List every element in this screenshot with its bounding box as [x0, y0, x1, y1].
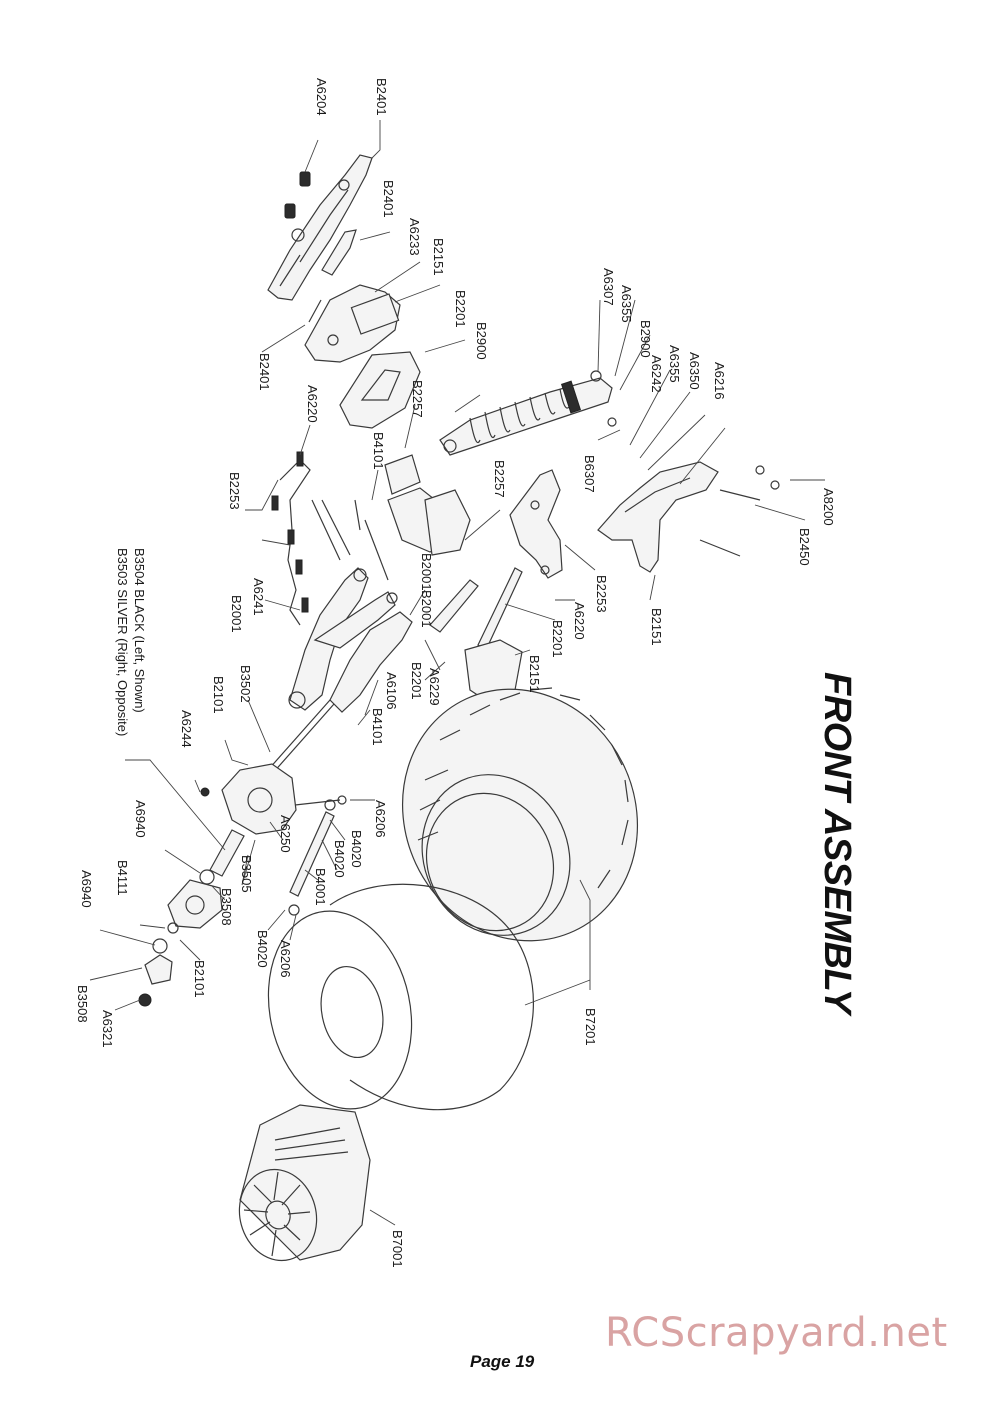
part-b2001-a-arms	[288, 567, 413, 713]
label-b2001-mid: B2001	[419, 553, 434, 591]
label-a6355-b: A6355	[667, 345, 682, 383]
label-b3504: B3504 BLACK (Left, Shown)	[132, 548, 147, 713]
label-a6206-bot: A6206	[278, 940, 293, 978]
label-a6229: A6229	[427, 668, 442, 706]
label-a6241: A6241	[251, 578, 266, 616]
part-b2151-bracket-upper	[304, 284, 401, 363]
part-axle-bearings	[138, 829, 245, 1007]
label-b2900-right: B2900	[638, 320, 653, 358]
part-b4101-bellcrank	[354, 454, 471, 581]
label-a6216: A6216	[712, 362, 727, 400]
label-b4020-b: B4020	[332, 840, 347, 878]
label-b3502: B3502	[238, 665, 253, 703]
label-a6233: A6233	[407, 218, 422, 256]
label-a6355-a: A6355	[619, 285, 634, 323]
label-b2257-left: B2257	[410, 380, 425, 418]
label-b2001-low: B2001	[419, 590, 434, 628]
page-title: FRONT ASSEMBLY	[816, 672, 858, 1014]
part-b4001-turnbuckle	[288, 799, 336, 916]
label-b7201: B7201	[583, 1008, 598, 1046]
label-a6220-right: A6220	[572, 602, 587, 640]
label-b2201-top: B2201	[453, 290, 468, 328]
label-b2151-low: B2151	[527, 655, 542, 693]
label-b3503: B3503 SILVER (Right, Opposite)	[115, 548, 130, 736]
label-b3505: B3505	[239, 855, 254, 893]
label-a6350: A6350	[687, 352, 702, 390]
label-a6206-top: A6206	[373, 800, 388, 838]
label-b4020-c: B4020	[255, 930, 270, 968]
label-b4101-low: B4101	[370, 708, 385, 746]
part-b2101-knuckle	[200, 763, 347, 835]
label-b4101-top: B4101	[371, 432, 386, 470]
label-b2401-mid: B2401	[381, 180, 396, 218]
part-b2253-bulkhead	[271, 451, 351, 626]
label-a6321: A6321	[100, 1010, 115, 1048]
label-b2253-left: B2253	[227, 472, 242, 510]
label-b2401-bottom: B2401	[257, 353, 272, 391]
part-shock-absorber	[439, 370, 617, 456]
leader-lines	[89, 120, 825, 1226]
label-a6244: A6244	[179, 710, 194, 748]
label-b2151-top: B2151	[431, 238, 446, 276]
part-b2257-link-plate	[509, 469, 563, 579]
label-b3508-bot: B3508	[75, 985, 90, 1023]
part-front-shock-tower	[597, 461, 780, 573]
part-b7201-foam-insert	[267, 883, 534, 1111]
part-steering-links	[429, 567, 523, 703]
label-b6307: B6307	[582, 455, 597, 493]
watermark: RCScrapyard.net	[605, 1310, 948, 1356]
label-b4001: B4001	[313, 868, 328, 906]
label-b4020-a: B4020	[349, 830, 364, 868]
label-b7001: B7001	[390, 1230, 405, 1268]
label-b2401-top: B2401	[374, 78, 389, 116]
label-b2001-left: B2001	[229, 595, 244, 633]
label-b4111: B4111	[115, 860, 130, 896]
label-b2900-left: B2900	[474, 322, 489, 360]
label-b2151-right: B2151	[649, 608, 664, 646]
part-b3502-driveshaft	[267, 699, 335, 775]
label-b2101-bot: B2101	[192, 960, 207, 998]
label-a6940-bot: A6940	[79, 870, 94, 908]
label-b2257-mid: B2257	[492, 460, 507, 498]
label-a6307: A6307	[601, 268, 616, 306]
part-b7201-tire-tread	[401, 687, 639, 942]
part-labels: A6204 B2401 B2401 A6233 B2151 B2201 B290…	[75, 78, 836, 1268]
label-a6940-top: A6940	[133, 800, 148, 838]
label-a6204: A6204	[314, 78, 329, 116]
label-b2253-right: B2253	[594, 575, 609, 613]
label-a8200: A8200	[821, 488, 836, 526]
page-number: Page 19	[470, 1352, 535, 1371]
part-b2201-plate-upper	[339, 351, 421, 429]
label-a6220-left: A6220	[305, 385, 320, 423]
label-b2201-low: B2201	[409, 662, 424, 700]
label-b3508-top: B3508	[219, 888, 234, 926]
label-b2450: B2450	[797, 528, 812, 566]
label-b2101-top: B2101	[211, 676, 226, 714]
part-b7001-wheel	[238, 1104, 371, 1262]
label-a6106: A6106	[384, 672, 399, 710]
label-b2201-right: B2201	[550, 620, 565, 658]
label-a6250: A6250	[278, 815, 293, 853]
part-b2401-upper-plate	[267, 154, 373, 301]
label-a6242: A6242	[649, 355, 664, 393]
